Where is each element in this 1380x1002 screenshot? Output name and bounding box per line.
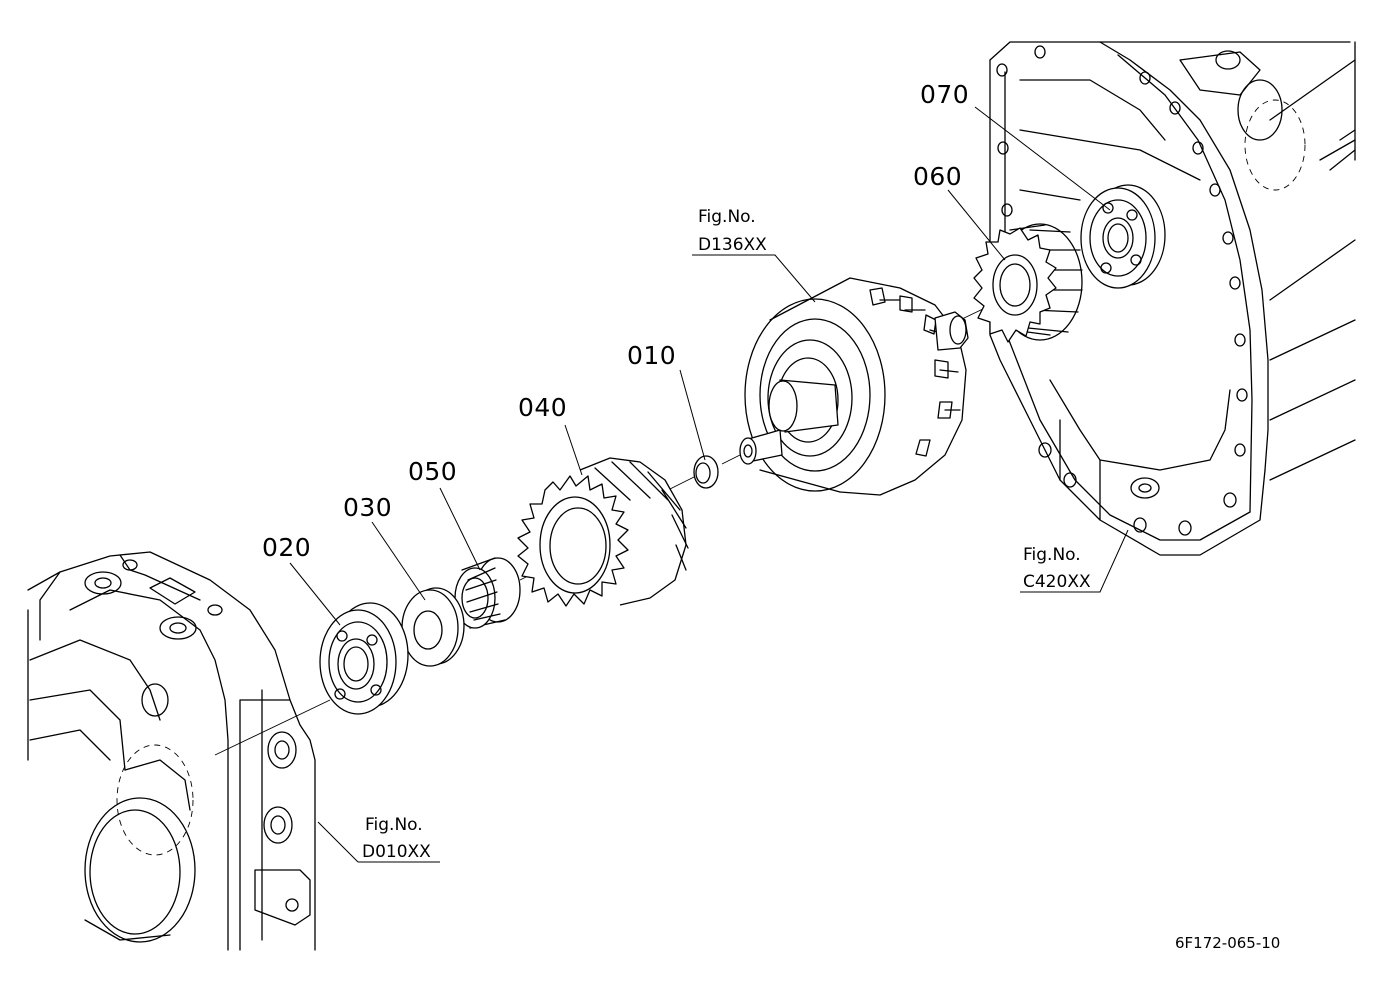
label-part-050: 050 [408,457,457,486]
figure-reference-c420: Fig.No. C420XX [1023,545,1091,592]
left-housing [27,551,316,951]
figure-reference-d136: Fig.No. D136XX [698,207,767,255]
drawing-code: 6F172-065-10 [1175,934,1280,952]
fig-ref-code: D136XX [698,235,767,255]
ball-bearing-020 [319,602,409,715]
part-number-labels: 070 060 010 040 050 030 020 [262,80,969,562]
label-part-020: 020 [262,533,311,562]
label-part-040: 040 [518,393,567,422]
fig-ref-code: D010XX [362,842,431,862]
ball-bearing-070 [1080,184,1166,289]
label-part-070: 070 [920,80,969,109]
right-housing [989,41,1356,556]
fig-ref-prefix: Fig.No. [1023,545,1081,565]
thrust-washer-030 [401,587,465,667]
leader-lines [289,106,1129,863]
label-part-010: 010 [627,341,676,370]
fig-ref-prefix: Fig.No. [365,815,423,835]
label-part-060: 060 [913,162,962,191]
figure-reference-d010: Fig.No. D010XX [362,815,431,862]
needle-bearing-050 [454,557,521,629]
fig-ref-prefix: Fig.No. [698,207,756,227]
helical-gear-040 [517,457,689,607]
clutch-assembly [739,277,969,496]
label-part-030: 030 [343,493,392,522]
fig-ref-code: C420XX [1023,572,1091,592]
spur-gear-060 [973,223,1083,343]
snap-ring-010 [693,455,719,489]
